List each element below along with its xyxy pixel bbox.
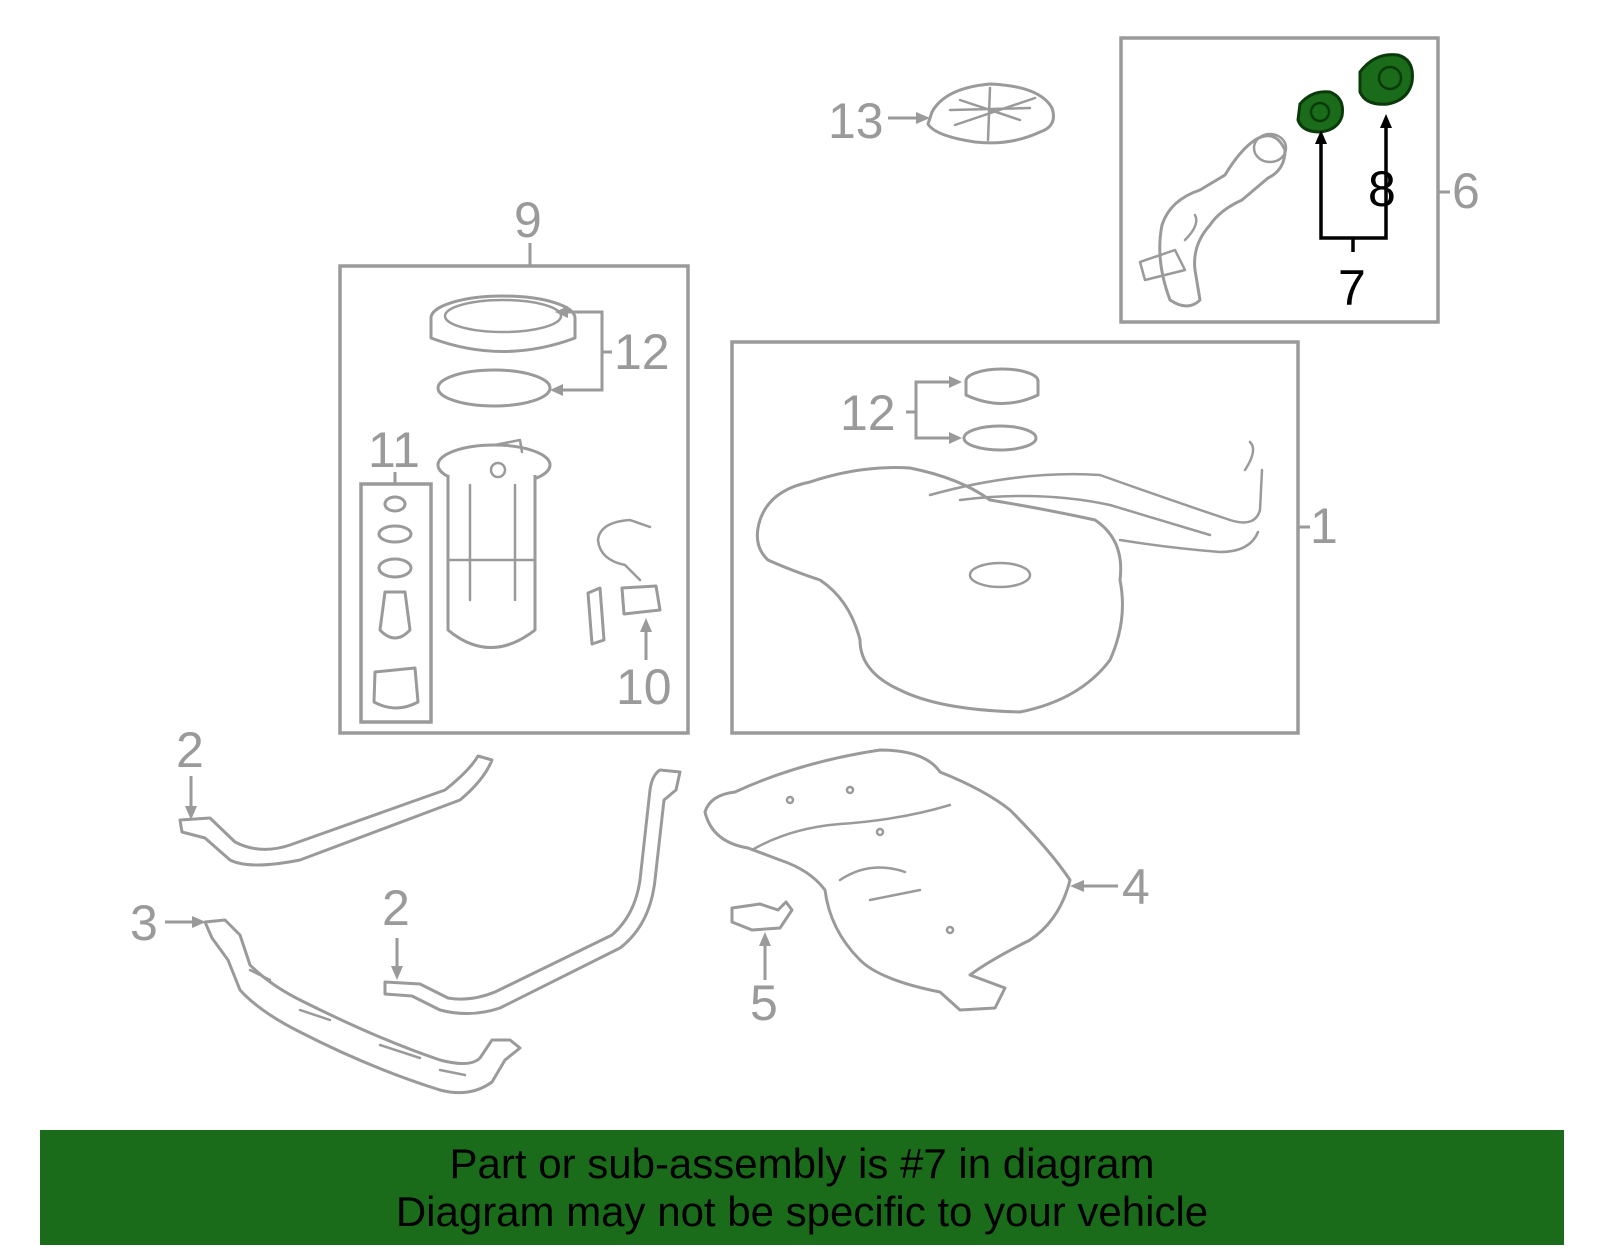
part-1-fuel-tank[interactable]: [755, 440, 1264, 714]
part-2-strap-lower[interactable]: [383, 768, 682, 1015]
filter-kit-parts[interactable]: [372, 495, 420, 710]
arrow-13: [916, 112, 930, 124]
callout-11: 11: [368, 422, 420, 478]
fuel-pump-module[interactable]: [436, 438, 552, 649]
part-12-lock-ring[interactable]: [429, 294, 577, 353]
callout-3: 3: [130, 895, 158, 951]
part-7-cap-assembly[interactable]: [1296, 90, 1344, 134]
info-banner: Part or sub-assembly is #7 in diagram Di…: [40, 1130, 1564, 1245]
arrow-12a-top: [555, 306, 568, 318]
callout-6: 6: [1452, 163, 1480, 219]
arrow-12b-bottom: [949, 432, 962, 444]
part-2-strap-upper[interactable]: [178, 754, 494, 867]
arrow-5: [759, 932, 771, 946]
callout-13: 13: [828, 93, 884, 149]
callout-9: 9: [514, 192, 542, 248]
part-8-fuel-cap[interactable]: [1358, 53, 1414, 106]
leader-12a: [553, 310, 612, 392]
part-12-tank-lock-ring[interactable]: [964, 367, 1040, 405]
callout-12-pump: 12: [614, 324, 670, 380]
part-10-level-sensor[interactable]: [586, 518, 662, 646]
callout-7: 7: [1338, 260, 1366, 316]
part-5-bracket[interactable]: [730, 900, 794, 932]
callout-10: 10: [616, 659, 672, 715]
callout-5: 5: [750, 975, 778, 1031]
part-12-gasket[interactable]: [436, 368, 552, 408]
banner-line-1: Part or sub-assembly is #7 in diagram: [449, 1139, 1155, 1187]
fuel-tank-group-box: [730, 340, 1300, 735]
arrow-2a: [185, 806, 197, 820]
arrow-12a-bottom: [550, 384, 563, 396]
arrow-4: [1070, 880, 1084, 892]
filler-neck-group-box: [1119, 36, 1440, 324]
arrow-8: [1380, 114, 1392, 128]
callout-1: 1: [1310, 498, 1338, 554]
callout-2-upper: 2: [176, 722, 204, 778]
callout-12-tank: 12: [840, 385, 896, 441]
leader-7: [1319, 122, 1388, 252]
part-4-heat-shield[interactable]: [703, 748, 1072, 1012]
arrow-2b: [391, 966, 403, 980]
leader-12b: [906, 380, 956, 440]
arrow-3: [192, 916, 206, 928]
fuel-pump-group-box: [338, 264, 690, 735]
part-6-filler-neck[interactable]: [1138, 132, 1288, 308]
arrow-7: [1315, 130, 1327, 144]
banner-line-2: Diagram may not be specific to your vehi…: [395, 1187, 1209, 1235]
part-3-crossmember[interactable]: [203, 918, 522, 1095]
callout-4: 4: [1122, 859, 1150, 915]
part-13-plate[interactable]: [926, 82, 1055, 145]
part-12-tank-gasket[interactable]: [962, 424, 1038, 452]
arrow-10: [640, 618, 652, 632]
callout-8: 8: [1368, 161, 1396, 217]
callout-2-lower: 2: [382, 880, 410, 936]
arrow-12b-top: [949, 376, 962, 388]
